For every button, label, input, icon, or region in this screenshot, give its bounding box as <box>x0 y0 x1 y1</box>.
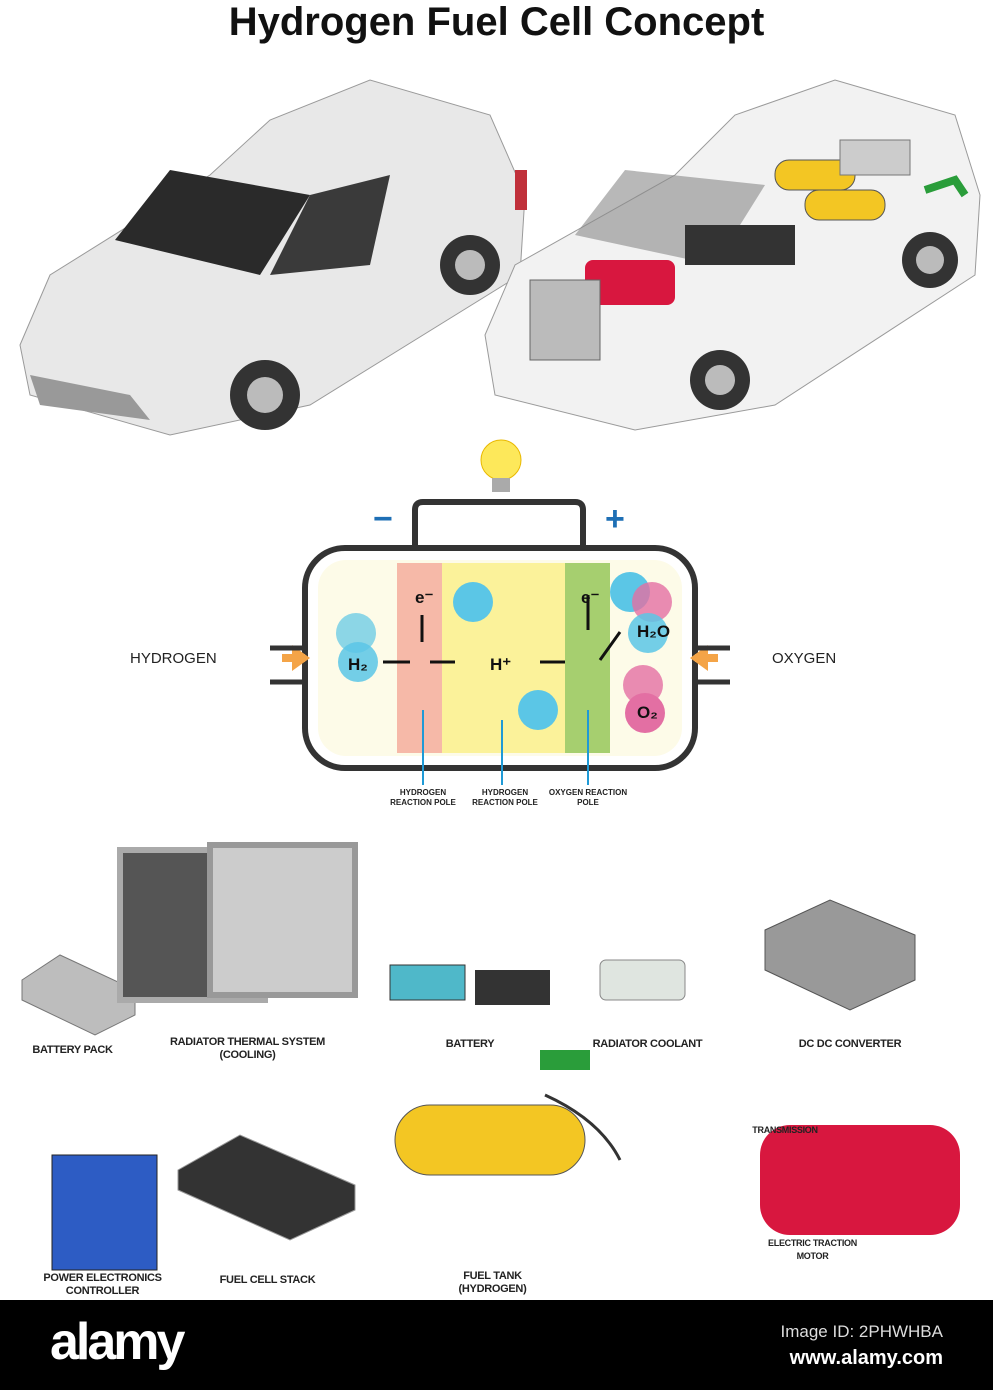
battery-label: BATTERY <box>445 1038 495 1050</box>
negative-terminal: − <box>373 500 393 538</box>
site-url[interactable]: www.alamy.com <box>789 1347 943 1369</box>
footer-bar: alamy Image ID: 2PHWHBA www.alamy.com <box>0 1300 993 1390</box>
components-illustrations <box>21 842 960 1271</box>
radiator-coolant-label: RADIATOR COOLANT <box>592 1038 703 1050</box>
oxygen-input-label: OXYGEN <box>772 650 837 667</box>
car-exterior-illustration <box>19 79 527 436</box>
radiator-label: RADIATOR THERMAL SYSTEM (COOLING) <box>169 1036 326 1061</box>
fuel-tank-label: FUEL TANK (HYDROGEN) <box>458 1270 527 1295</box>
pole-label: HYDROGEN REACTION POLE <box>390 788 456 807</box>
electric-traction-motor-label: ELECTRIC TRACTION MOTOR <box>768 1238 857 1261</box>
alamy-logo: alamy <box>50 1313 185 1371</box>
dc-dc-converter-label: DC DC CONVERTER <box>798 1038 902 1050</box>
positive-terminal: + <box>605 500 625 538</box>
power-electronics-controller-label: POWER ELECTRONICS CONTROLLER <box>43 1272 162 1297</box>
h-plus-label: H⁺ <box>490 655 512 674</box>
h2-label: H₂ <box>348 655 368 674</box>
o2-label: O₂ <box>637 703 658 722</box>
hydrogen-input-label: HYDROGEN <box>130 650 217 667</box>
page-title: Hydrogen Fuel Cell Concept <box>228 0 765 44</box>
image-id: Image ID: 2PHWHBA <box>780 1322 944 1341</box>
transmission-label: TRANSMISSION <box>752 1125 818 1135</box>
pole-label: HYDROGEN REACTION POLE <box>472 788 538 807</box>
light-bulb-icon <box>480 439 522 481</box>
car-cutaway-illustration <box>484 79 981 431</box>
electron-right-label: e⁻ <box>581 588 600 607</box>
fuel-cell-diagram <box>270 439 730 785</box>
battery-pack-label: BATTERY PACK <box>32 1044 113 1056</box>
h2o-label: H₂O <box>637 622 671 641</box>
pole-label: OXYGEN REACTION POLE <box>548 788 628 807</box>
electron-left-label: e⁻ <box>415 588 434 607</box>
fuel-cell-stack-label: FUEL CELL STACK <box>219 1274 316 1286</box>
